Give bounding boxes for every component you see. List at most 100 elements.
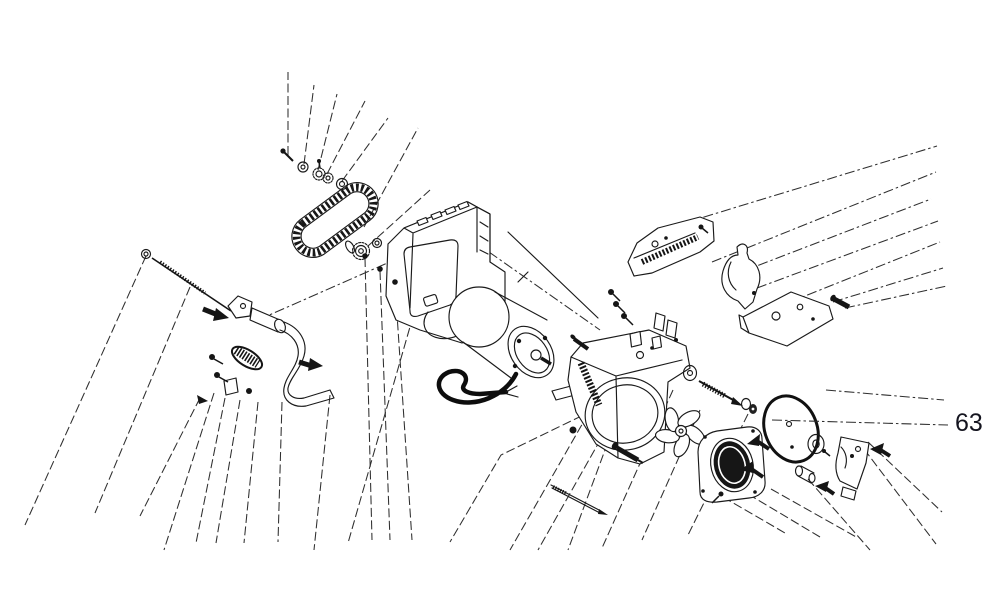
washer xyxy=(338,180,346,188)
part-fan xyxy=(654,407,706,458)
rack-teeth xyxy=(640,234,700,265)
bracket-hole xyxy=(854,445,862,453)
shroud-screw xyxy=(751,429,755,433)
plate-flange xyxy=(738,314,750,334)
bracket-dot xyxy=(850,454,854,458)
bracket-plate xyxy=(835,436,870,490)
bolt-shank xyxy=(615,445,640,463)
leader-line xyxy=(507,231,599,319)
leader-line xyxy=(537,427,608,551)
leader-line xyxy=(277,401,283,543)
leader-lines xyxy=(24,72,948,551)
shaft-tip xyxy=(731,397,743,406)
face-bolt xyxy=(512,363,518,369)
washer xyxy=(325,175,331,181)
housing-opening xyxy=(403,239,459,318)
screw-shank xyxy=(612,293,621,302)
bracket-foot xyxy=(840,486,857,501)
rack-hole xyxy=(651,240,659,248)
screw-head xyxy=(608,289,614,295)
bolt-tip xyxy=(637,459,644,464)
pulley-nut xyxy=(374,240,380,246)
belt-outer-edge xyxy=(291,182,379,258)
screw-head xyxy=(613,301,619,307)
bolt-head xyxy=(570,334,576,340)
leader-line xyxy=(163,392,215,551)
fan-blade xyxy=(677,410,701,428)
clip xyxy=(653,312,666,332)
screw-head xyxy=(718,491,724,497)
leader-line xyxy=(770,488,859,539)
leader-line xyxy=(139,397,201,517)
leader-line xyxy=(215,399,241,544)
arrow-tail xyxy=(822,485,836,496)
nut xyxy=(569,426,577,434)
screw-thread xyxy=(552,485,568,496)
housing-flange xyxy=(591,384,659,444)
leader-line xyxy=(317,93,338,171)
face-bolt xyxy=(542,335,548,341)
screw-shank xyxy=(318,161,321,169)
part-drive-disc xyxy=(762,394,820,464)
clip-dot xyxy=(674,338,678,342)
motor-rear xyxy=(448,286,510,348)
housing-shelf xyxy=(479,221,489,228)
rail-tab xyxy=(444,205,457,216)
disc-hub xyxy=(785,420,793,428)
bolt-shank xyxy=(832,296,851,310)
leader-line xyxy=(303,84,315,165)
grille-rim xyxy=(710,437,754,493)
pointed-screw xyxy=(197,395,208,404)
part-drive-belt xyxy=(291,182,379,258)
washer xyxy=(297,161,309,173)
wire-lead xyxy=(505,385,518,393)
housing-right-wall xyxy=(476,206,491,263)
pulley-teeth xyxy=(351,241,371,261)
pulley-nut xyxy=(371,237,383,249)
leader-line xyxy=(379,270,391,541)
shroud-screw xyxy=(703,435,707,439)
leader-line xyxy=(863,448,937,545)
leader-line xyxy=(243,401,259,544)
leader-line xyxy=(394,283,413,541)
screw-head xyxy=(214,372,220,378)
leader-line xyxy=(711,171,937,263)
leader-line xyxy=(807,478,871,551)
opening-slot xyxy=(423,293,439,307)
leader-line xyxy=(347,291,421,544)
washer xyxy=(335,177,349,191)
bearing-inner xyxy=(812,439,820,449)
shaft-washer-bore xyxy=(686,369,694,377)
callout-63: 63 xyxy=(771,389,983,437)
grille-ring xyxy=(717,445,747,485)
leader-line xyxy=(747,493,821,538)
housing-shelf xyxy=(479,235,489,242)
roller-spring xyxy=(230,345,264,371)
leader-line xyxy=(756,220,939,289)
roller-spring-coil xyxy=(233,346,261,368)
plate-hole xyxy=(796,303,804,311)
leader-line xyxy=(326,100,366,175)
rack-strip xyxy=(577,361,603,407)
washer xyxy=(315,170,323,178)
screw-head xyxy=(317,159,321,163)
leader-line xyxy=(832,267,944,303)
leader-line xyxy=(667,145,938,229)
screw-tip xyxy=(598,509,608,515)
screw-shank xyxy=(824,451,831,457)
pulley-flange xyxy=(344,240,356,254)
screw-head xyxy=(377,266,383,272)
rack-bracket-body xyxy=(627,216,715,277)
plate-dot xyxy=(811,317,815,321)
screw-shank xyxy=(617,305,626,314)
belt-teeth xyxy=(292,183,378,257)
washer xyxy=(740,397,752,411)
screw-shank xyxy=(625,317,634,326)
rod-nut xyxy=(143,251,149,257)
top-tab xyxy=(651,335,663,350)
fan-blade xyxy=(664,407,680,433)
leader-line xyxy=(363,127,419,228)
direction-arrow xyxy=(213,308,229,321)
housing-shelf xyxy=(479,249,489,255)
idler-bracket xyxy=(227,295,253,319)
